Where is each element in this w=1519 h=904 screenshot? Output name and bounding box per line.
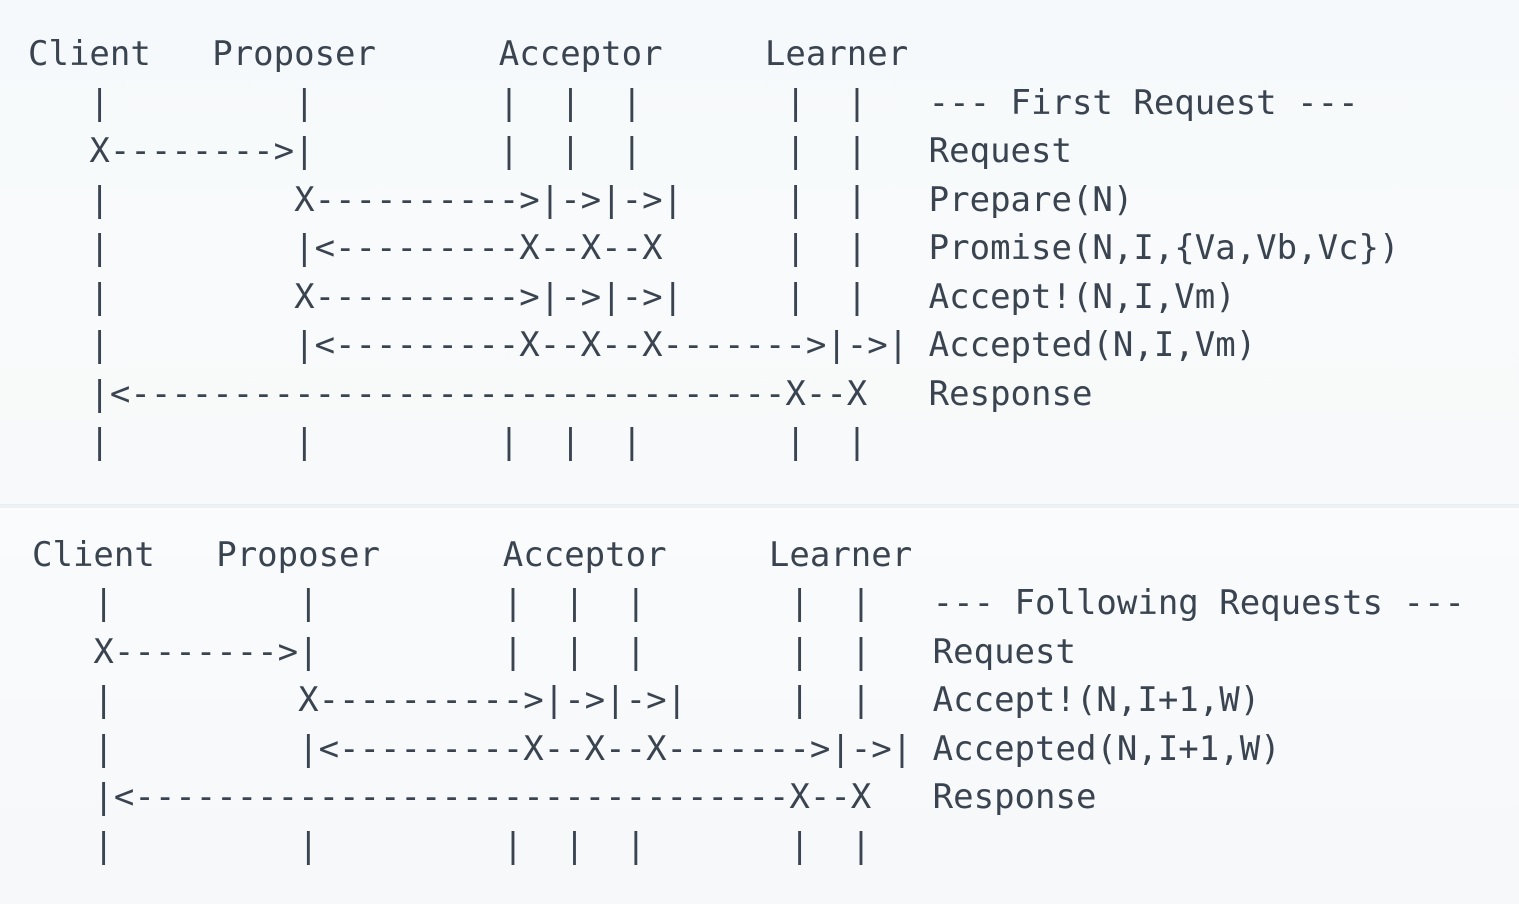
panel-first-request: Client Proposer Acceptor Learner | | | |… <box>0 0 1519 504</box>
following-requests-ascii-art: Client Proposer Acceptor Learner | | | |… <box>32 534 1465 866</box>
panel-separator <box>0 503 1519 509</box>
first-request-ascii-art: Client Proposer Acceptor Learner | | | |… <box>28 34 1400 462</box>
panel-following-requests: Client Proposer Acceptor Learner | | | |… <box>0 508 1519 904</box>
